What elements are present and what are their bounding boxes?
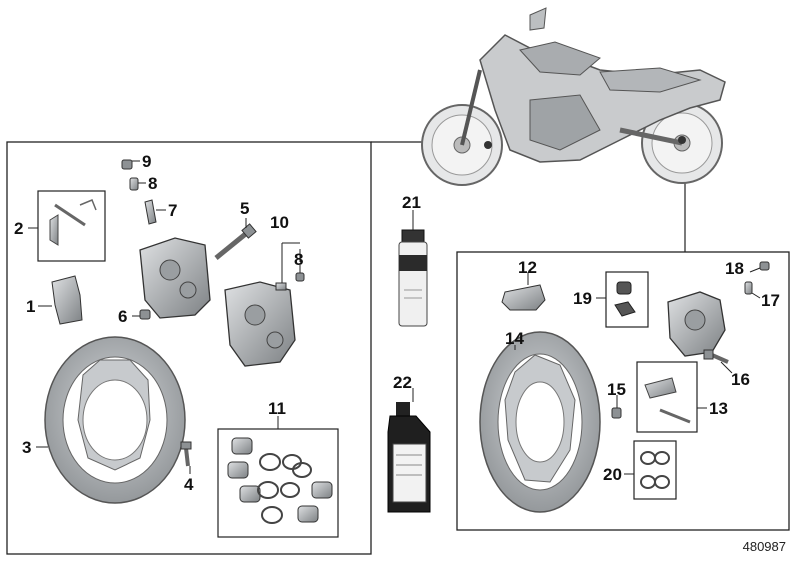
piston-seal-kit-part xyxy=(227,437,333,524)
rear-brake-pad-part xyxy=(501,284,546,311)
callout-1: 1 xyxy=(26,297,35,316)
caliper-pin-part xyxy=(139,309,151,320)
rear-pad-hardware-frame xyxy=(636,361,698,433)
front-brake-disc-part xyxy=(44,336,186,504)
callout-labels: 2 1 3 4 5 6 7 8 8 9 10 11 12 13 14 15 16… xyxy=(14,152,780,494)
callout-19: 19 xyxy=(573,289,592,308)
callout-15: 15 xyxy=(607,380,626,399)
rear-brake-group-frame xyxy=(456,251,790,531)
callout-8-caliper: 8 xyxy=(294,250,303,269)
rear-seal-kit-frame xyxy=(633,440,677,500)
callout-12: 12 xyxy=(518,258,537,277)
callout-22: 22 xyxy=(393,373,412,392)
callout-14: 14 xyxy=(505,329,524,348)
rear-brake-disc-part xyxy=(479,331,601,513)
callout-8-front-bleed: 8 xyxy=(148,174,157,193)
pad-hardware-kit-frame xyxy=(37,190,106,262)
callout-7: 7 xyxy=(168,201,177,220)
disc-bolt-part xyxy=(184,447,190,467)
motorcycle-illustration xyxy=(421,7,726,186)
callout-13: 13 xyxy=(709,399,728,418)
callout-6: 6 xyxy=(118,307,127,326)
callout-17: 17 xyxy=(761,291,780,310)
bleed-screw-part xyxy=(129,177,139,191)
bleed-cap-part xyxy=(121,159,133,170)
callout-11: 11 xyxy=(268,399,286,418)
rear-bleed-cap-part xyxy=(759,261,770,271)
callout-16: 16 xyxy=(731,370,750,389)
front-brake-group-frame xyxy=(6,141,372,555)
caliper-bolt-part xyxy=(214,230,250,260)
callout-3: 3 xyxy=(22,438,31,457)
rear-bleed-screw-part xyxy=(744,281,753,295)
rear-pin-kit-frame xyxy=(605,271,649,328)
spray-can-part xyxy=(398,229,428,327)
caliper-bleed-screw-part xyxy=(275,282,287,291)
pad-hardware-kit-part xyxy=(49,199,97,246)
callout-20: 20 xyxy=(603,465,622,484)
bleed-valve-part xyxy=(144,199,157,225)
rear-caliper-bolt-part xyxy=(711,353,729,364)
callout-5: 5 xyxy=(240,199,249,218)
callout-4: 4 xyxy=(184,475,194,494)
callout-9: 9 xyxy=(142,152,151,171)
callout-10: 10 xyxy=(270,213,289,232)
callout-21: 21 xyxy=(402,193,421,212)
document-number: 480987 xyxy=(742,539,786,554)
callout-2: 2 xyxy=(14,219,23,238)
callout-18: 18 xyxy=(725,259,744,278)
brake-fluid-bottle-part xyxy=(387,402,431,513)
rear-disc-bolt-part xyxy=(611,407,622,419)
callout-leaders xyxy=(28,160,761,475)
front-brake-pad-part xyxy=(51,275,83,325)
